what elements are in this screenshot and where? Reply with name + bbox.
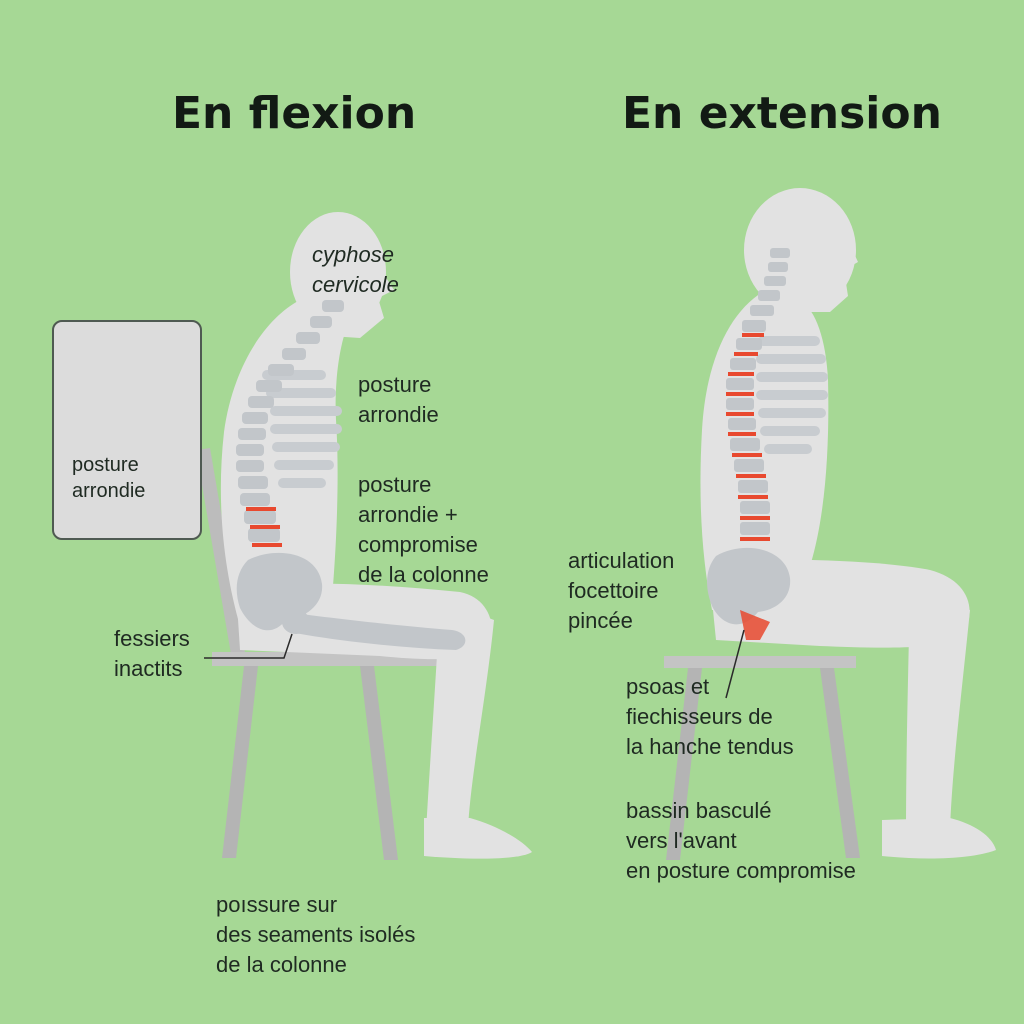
- label-bassin-bascule: bassin basculé vers l'avant en posture c…: [626, 798, 856, 883]
- psoas-pointer: [725, 629, 745, 699]
- inset-box: [52, 320, 202, 540]
- title-flexion: En flexion: [172, 88, 417, 139]
- label-pression-segments: poıssure sur des seaments isolés de la c…: [216, 892, 416, 977]
- label-articulation-facettaire: articulation focettoire pincée: [568, 548, 675, 633]
- label-posture-arrondie: posture arrondie: [358, 372, 439, 427]
- left-ribcage: [262, 370, 342, 488]
- label-posture-compromise: posture arrondie + compromise de la colo…: [358, 472, 489, 587]
- left-skeleton: [236, 300, 466, 650]
- right-ribcage: [756, 336, 828, 454]
- inset-label: posture arrondie: [72, 454, 146, 502]
- right-skeleton: [707, 248, 828, 640]
- fessiers-pointer: [204, 633, 293, 659]
- label-psoas-flechisseurs: psoas et fiechisseurs de la hanche tendu…: [626, 674, 794, 759]
- label-cyphose-cervicole: cyphose cervicole: [312, 242, 399, 297]
- left-chair: [196, 448, 450, 860]
- label-fessiers-inactifs: fessiers inactits: [114, 626, 190, 681]
- right-chair: [664, 656, 860, 860]
- title-extension: En extension: [622, 88, 942, 139]
